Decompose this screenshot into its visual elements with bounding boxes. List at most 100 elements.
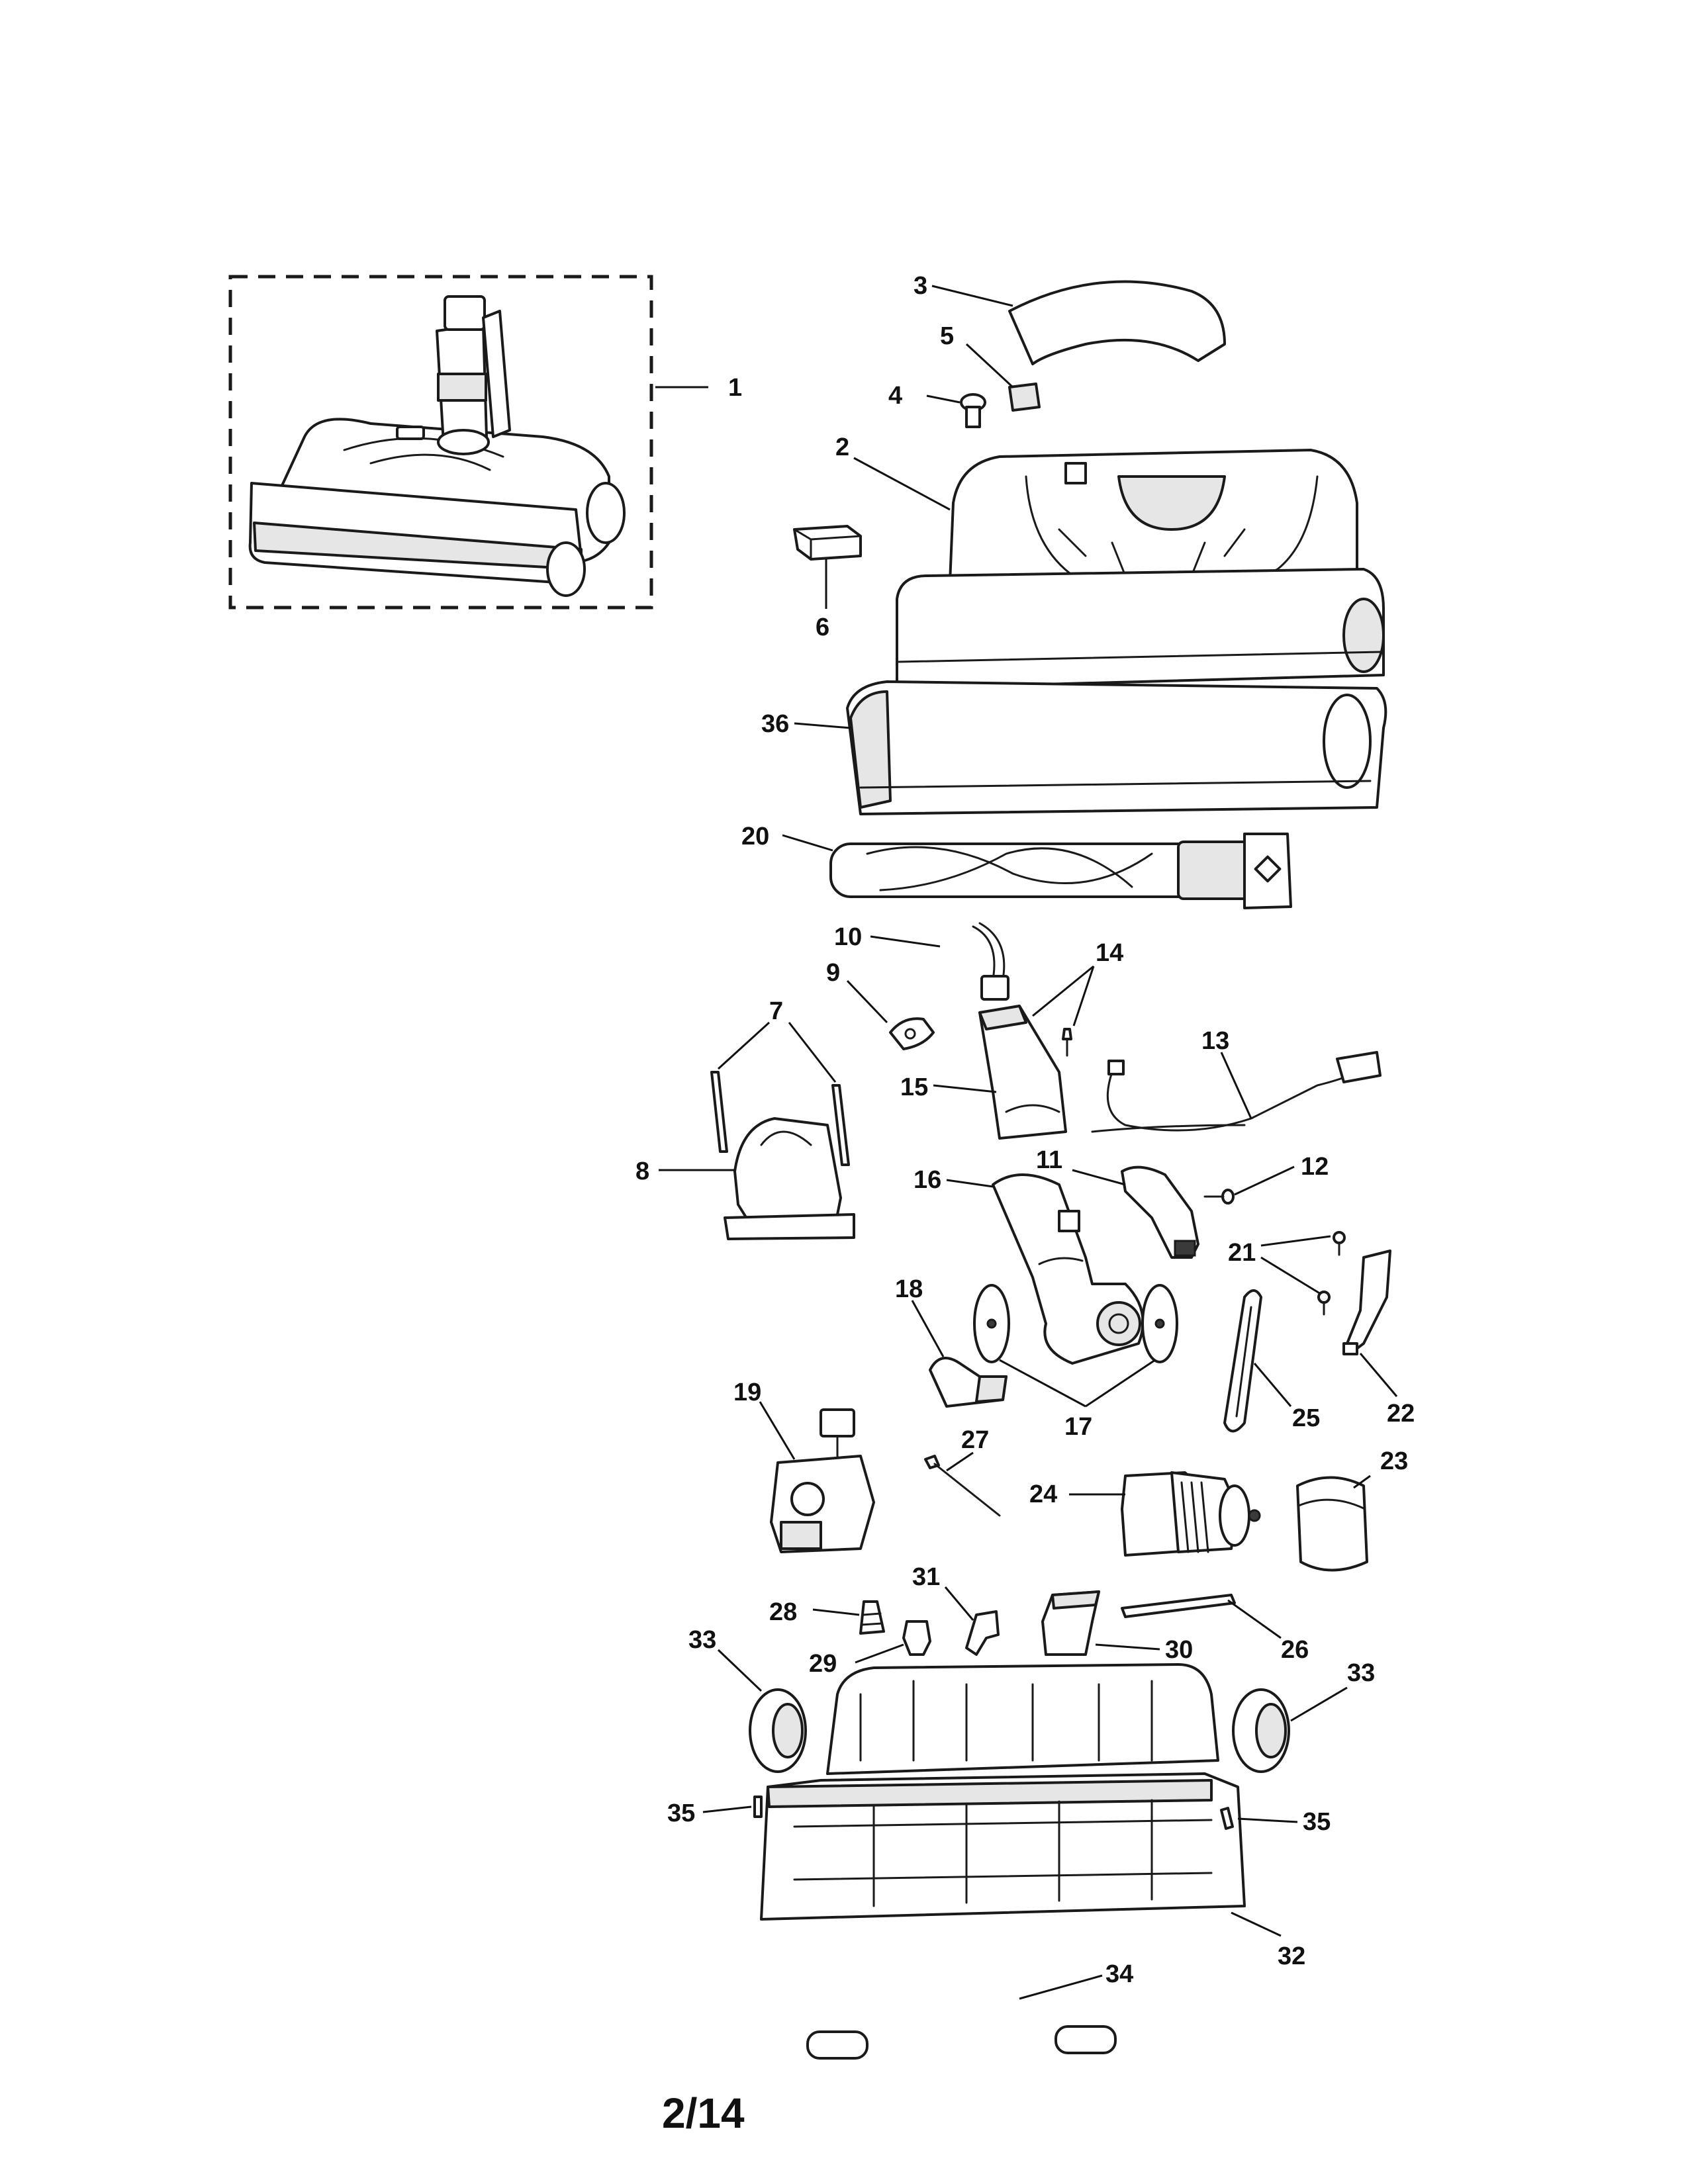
callout-part-17: 17	[1064, 1413, 1092, 1441]
callout-part-7: 7	[769, 997, 783, 1025]
callout-part-12: 12	[1301, 1153, 1329, 1181]
leader-part-2	[853, 457, 951, 511]
leader-part-5	[965, 343, 1014, 388]
part-29-clip	[902, 1620, 931, 1656]
part-19-switch	[770, 1408, 875, 1553]
callout-part-34: 34	[1105, 1960, 1133, 1988]
leader-part-27	[946, 1451, 974, 1472]
leader-part-32	[1231, 1911, 1282, 1937]
leader-part-29	[855, 1643, 904, 1664]
leader-part-16	[946, 1179, 994, 1188]
callout-part-16: 16	[914, 1166, 941, 1194]
leader-part-35-left	[702, 1805, 752, 1813]
callout-part-32: 32	[1278, 1942, 1305, 1970]
leader-part-25	[1253, 1363, 1292, 1407]
part-26-bar	[1121, 1594, 1236, 1618]
leader-part-4	[926, 394, 961, 404]
callout-part-28: 28	[769, 1598, 797, 1626]
leader-part-23	[1353, 1475, 1371, 1489]
part-34-handle	[806, 1954, 1117, 2060]
callout-part-24: 24	[1029, 1480, 1057, 1508]
leader-part-3	[931, 285, 1013, 307]
leader-part-13	[1220, 1052, 1252, 1119]
part-17-wheels	[973, 1284, 1178, 1363]
page-number: 2/14	[662, 2089, 745, 2137]
leader-part-35-right	[1237, 1817, 1298, 1823]
callout-part-30: 30	[1165, 1636, 1193, 1664]
part-24-motor	[1121, 1471, 1261, 1557]
callout-part-13: 13	[1201, 1027, 1229, 1055]
callout-part-29: 29	[809, 1650, 837, 1678]
callout-part-27: 27	[961, 1426, 989, 1454]
part-5-lens	[1008, 383, 1041, 412]
leader-part-33-left	[717, 1649, 763, 1692]
part-6-pad	[793, 525, 862, 561]
callout-part-19: 19	[733, 1379, 761, 1406]
leader-part-12	[1234, 1165, 1295, 1196]
part-32-base	[760, 1663, 1246, 1921]
callout-part-26: 26	[1281, 1636, 1309, 1664]
callout-part-3: 3	[914, 272, 927, 300]
part-25-belt	[1223, 1289, 1262, 1433]
part-4-knob	[960, 393, 986, 428]
callout-part-18: 18	[895, 1275, 923, 1303]
part-35-pins	[753, 1796, 1234, 1830]
part-28-wire-nut	[859, 1600, 885, 1635]
callout-part-36: 36	[761, 710, 789, 738]
leader-part-9	[846, 979, 888, 1024]
leader-part-26	[1227, 1599, 1282, 1639]
part-21-screws	[1317, 1231, 1346, 1316]
callout-part-20: 20	[741, 823, 769, 850]
part-9-connector	[889, 1017, 935, 1050]
leader-part-19	[759, 1401, 796, 1460]
callout-part-4: 4	[888, 382, 902, 410]
leader-part-20	[782, 834, 833, 852]
leader-part-36	[794, 722, 851, 729]
callout-part-22: 22	[1387, 1400, 1415, 1428]
callout-part-15: 15	[900, 1073, 928, 1101]
part-10-wire-lead	[972, 922, 1009, 1001]
callout-part-33-right: 33	[1347, 1659, 1375, 1687]
callout-part-25: 25	[1292, 1404, 1320, 1432]
callout-part-6: 6	[816, 614, 829, 641]
leader-part-11	[1072, 1169, 1126, 1186]
leader-part-28	[812, 1608, 860, 1616]
part-30-latch	[1041, 1590, 1100, 1656]
callout-part-35-left: 35	[667, 1799, 695, 1827]
leader-part-31	[944, 1586, 974, 1621]
callout-part-33-left: 33	[688, 1626, 716, 1654]
leader-part-22	[1359, 1353, 1398, 1397]
part-15-neck-tube	[978, 1005, 1067, 1140]
part-7-rods	[710, 1071, 850, 1166]
part-16-neck-elbow	[992, 1173, 1145, 1365]
assembly-dashed-box	[228, 275, 653, 610]
leader-part-15	[933, 1084, 997, 1093]
leader-part-34	[1019, 1974, 1103, 2000]
part-33-wheels	[749, 1688, 1290, 1773]
leader-part-10	[870, 935, 941, 948]
callout-part-11: 11	[1036, 1146, 1062, 1174]
part-3-hood-cover	[1008, 280, 1226, 365]
leader-part-30	[1095, 1643, 1160, 1651]
callout-part-9: 9	[826, 959, 840, 987]
part-13-wire-harness	[1091, 1051, 1382, 1133]
part-11-pedal-arm	[1121, 1165, 1199, 1259]
part-8-neck-support	[724, 1117, 855, 1240]
part-1-power-nozzle-assembly	[228, 275, 653, 610]
callout-part-23: 23	[1380, 1447, 1408, 1475]
part-36-brush-housing	[846, 680, 1387, 815]
callout-part-5: 5	[940, 322, 954, 350]
leader-part-17	[999, 1359, 1156, 1408]
leader-part-33-right	[1290, 1686, 1348, 1722]
callout-part-2: 2	[835, 433, 849, 461]
part-12-screw	[1203, 1189, 1235, 1205]
part-22-bracket	[1342, 1250, 1391, 1355]
leader-part-18	[911, 1300, 945, 1357]
callout-part-31: 31	[912, 1563, 940, 1591]
callout-part-21: 21	[1228, 1239, 1256, 1267]
leader-part-21	[1260, 1235, 1331, 1295]
callout-part-35-right: 35	[1303, 1808, 1331, 1836]
part-23-motor-band	[1296, 1476, 1368, 1572]
part-27-cable-tie	[924, 1455, 1001, 1517]
